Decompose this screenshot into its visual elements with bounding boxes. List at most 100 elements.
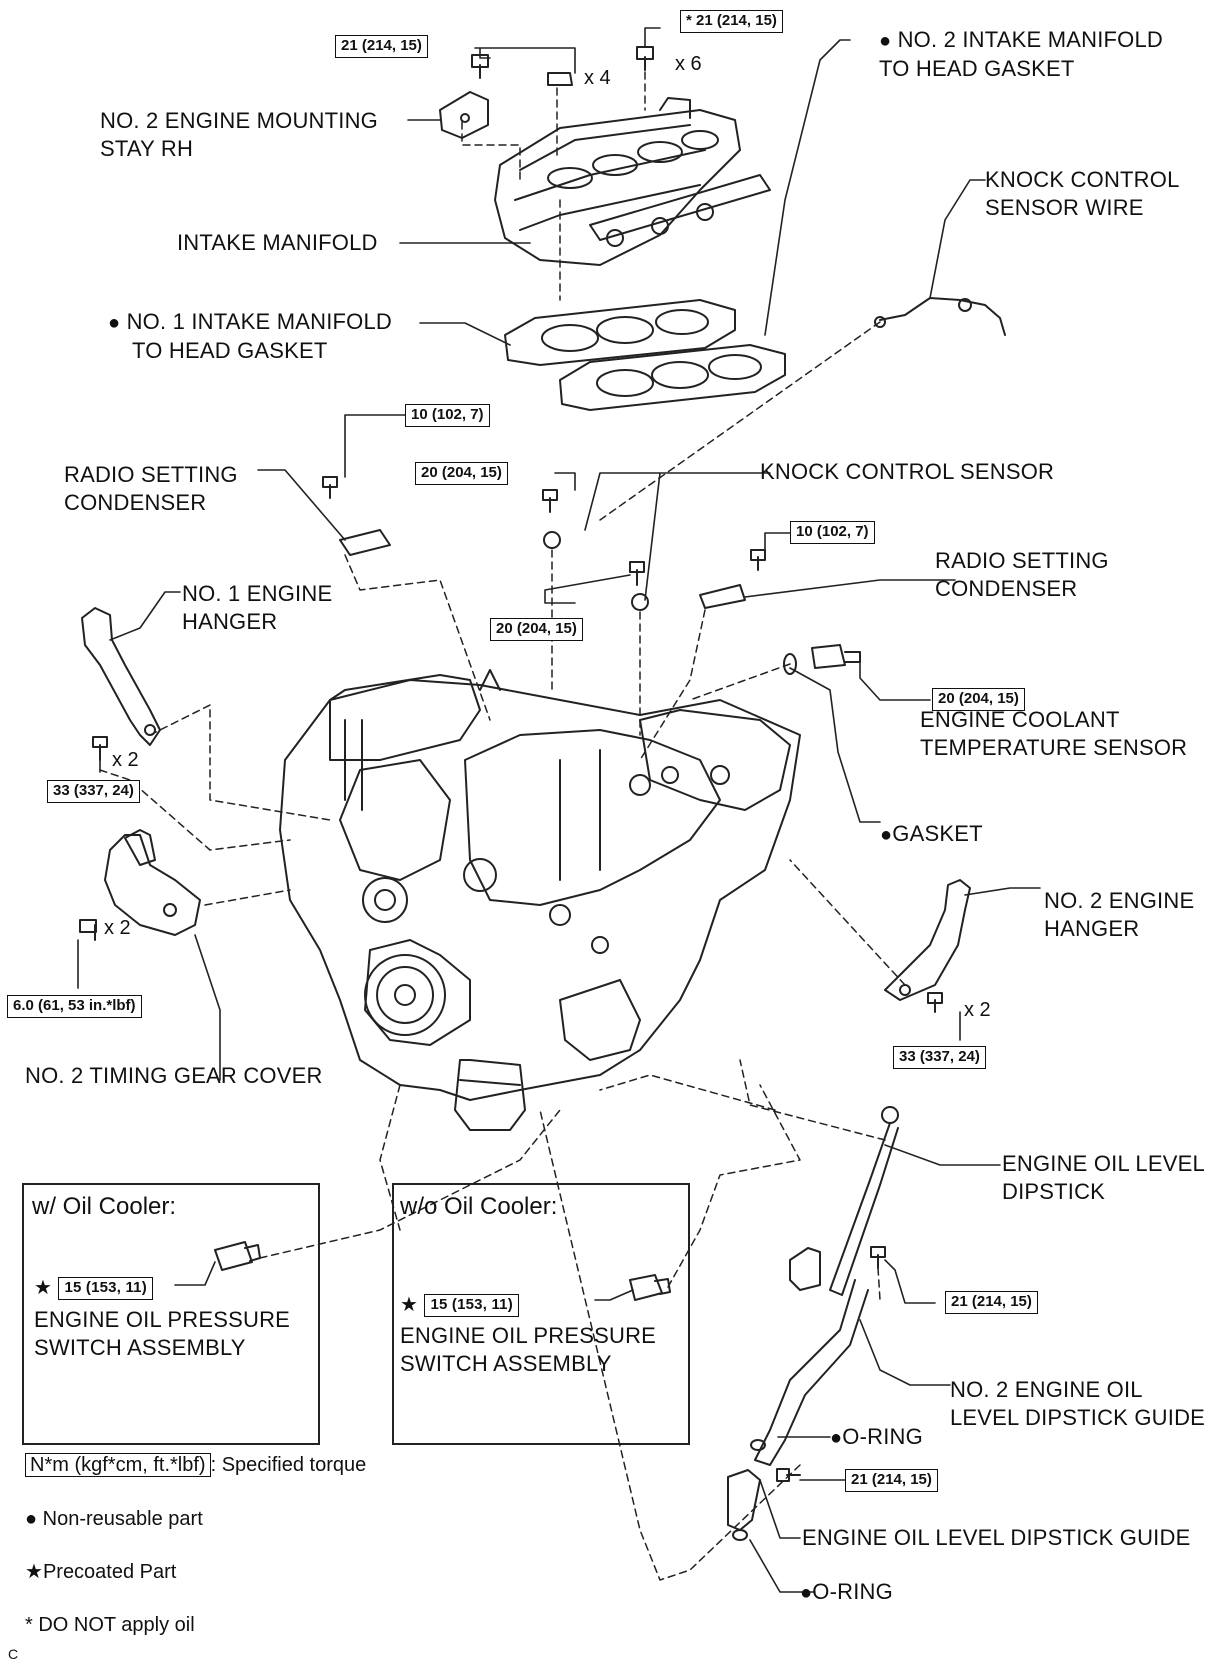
label-line: SWITCH ASSEMBLY [34,1335,246,1360]
qty-intake-nut: x 4 [584,67,611,89]
oil-switch-b-label: ENGINE OIL PRESSURE SWITCH ASSEMBLY [400,1322,656,1378]
label-line: RADIO SETTING [935,548,1109,573]
torque-intake-stay: 21 (214, 15) [335,35,428,58]
torque-dipstick-guide-lower: 21 (214, 15) [845,1469,938,1492]
label-line: CONDENSER [64,490,207,515]
label-line: NO. 2 INTAKE MANIFOLD [897,27,1163,52]
oil-switch-a-label: ENGINE OIL PRESSURE SWITCH ASSEMBLY [34,1306,290,1362]
label-line: LEVEL DIPSTICK GUIDE [950,1405,1206,1430]
label-line: ENGINE OIL PRESSURE [400,1323,657,1348]
o-ring-upper-label: ●O-RING [830,1423,923,1452]
radio-condenser-left-label: RADIO SETTING CONDENSER [64,461,238,517]
intake-manifold-label: INTAKE MANIFOLD [177,230,378,255]
qty-timing-cover: x 2 [104,917,131,939]
label-line: SWITCH ASSEMBLY [400,1351,612,1376]
torque-value: 21 (214, 15) [696,12,777,29]
torque-coolant-sensor: 20 (204, 15) [932,688,1025,711]
label-line: O-RING [812,1579,893,1604]
legend-torque: N*m (kgf*cm, ft.*lbf): Specified torque [25,1453,366,1477]
label-line: CONDENSER [935,576,1078,601]
qty-hanger1: x 2 [112,749,139,771]
dipstick-drawing [727,1106,899,1541]
precoated-mark: ★ [34,1277,53,1299]
label-line: GASKET [892,821,983,846]
timing-gear-cover-label: NO. 2 TIMING GEAR COVER [25,1063,323,1088]
o-ring-lower-label: ●O-RING [800,1578,893,1607]
torque-hanger2: 33 (337, 24) [893,1046,986,1069]
label-line: NO. 2 ENGINE MOUNTING [100,108,378,133]
fasteners-drawing [79,46,943,1482]
torque-radio-left: 10 (102, 7) [405,404,490,427]
label-line: NO. 1 ENGINE [182,581,333,606]
label-line: O-RING [842,1424,923,1449]
oil-switch-b-row: ★ 15 (153, 11) [400,1290,519,1319]
oil-switch-a-row: ★ 15 (153, 11) [34,1273,153,1302]
engine-mounting-stay-label: NO. 2 ENGINE MOUNTING STAY RH [100,107,378,163]
label-line: STAY RH [100,136,194,161]
torque-oil-switch-b: 15 (153, 11) [424,1294,519,1317]
label-line: SENSOR WIRE [985,195,1144,220]
torque-knock-upper: 20 (204, 15) [415,462,508,485]
label-line: NO. 1 INTAKE MANIFOLD [126,309,392,334]
knock-sensor-label: KNOCK CONTROL SENSOR [760,459,1055,484]
label-line: DIPSTICK [1002,1179,1106,1204]
label-line: TO HEAD GASKET [132,338,328,363]
legend-text: Non-reusable part [42,1508,203,1530]
no2-dipstick-guide-label: NO. 2 ENGINE OIL LEVEL DIPSTICK GUIDE [950,1376,1205,1432]
label-line: KNOCK CONTROL [985,167,1180,192]
non-reusable-mark: ● [108,312,121,334]
legend-no-oil: * DO NOT apply oil [25,1614,195,1636]
non-reusable-mark: ● [879,30,892,52]
legend-text: : Specified torque [210,1454,367,1476]
no1-hanger-label: NO. 1 ENGINE HANGER [182,580,332,636]
intake-gaskets-drawing [504,299,786,411]
precoated-mark: ★ [400,1294,419,1316]
leader-lines [77,27,1041,1593]
legend-text: Precoated Part [42,1561,177,1583]
torque-intake-top: * 21 (214, 15) [680,10,783,33]
label-line: RADIO SETTING [64,462,238,487]
label-line: TEMPERATURE SENSOR [920,735,1188,760]
qty-hanger2: x 2 [964,999,991,1021]
radio-condenser-right-label: RADIO SETTING CONDENSER [935,547,1109,603]
non-reusable-mark: ● [25,1508,38,1530]
precoated-mark: ★ [25,1561,43,1583]
knock-wire-drawing [879,297,1006,336]
corner-mark: C [8,1646,19,1662]
timing-cover-drawing [104,834,201,936]
no1-intake-gasket-label: ● NO. 1 INTAKE MANIFOLD TO HEAD GASKET [108,308,392,365]
legend-torque-key: N*m (kgf*cm, ft.*lbf) [25,1453,211,1477]
label-line: HANGER [1044,916,1140,941]
no-oil-mark: * [686,12,692,29]
non-reusable-mark: ● [800,1582,813,1604]
coolant-sensor-label: ENGINE COOLANT TEMPERATURE SENSOR [920,706,1187,762]
qty-intake-bolt: x 6 [675,53,702,75]
non-reusable-mark: ● [830,1427,843,1449]
torque-radio-right: 10 (102, 7) [790,521,875,544]
legend-non-reusable: ● Non-reusable part [25,1507,203,1531]
label-line: NO. 2 ENGINE OIL [950,1377,1143,1402]
with-oil-cooler-title: w/ Oil Cooler: [32,1193,177,1220]
with-oil-cooler-box [22,1183,320,1445]
intake-manifold-drawing [439,91,771,266]
dipstick-guide-label: ENGINE OIL LEVEL DIPSTICK GUIDE [802,1525,1191,1550]
torque-knock-lower: 20 (204, 15) [490,618,583,641]
no2-hanger-drawing [884,879,971,1001]
no1-hanger-drawing [81,607,161,746]
without-oil-cooler-title: w/o Oil Cooler: [400,1193,558,1220]
label-line: TO HEAD GASKET [879,56,1075,81]
oil-switch-a-drawing [214,1241,261,1271]
label-line: ENGINE OIL PRESSURE [34,1307,291,1332]
no2-hanger-label: NO. 2 ENGINE HANGER [1044,887,1194,943]
no2-intake-gasket-label: ● NO. 2 INTAKE MANIFOLD TO HEAD GASKET [879,26,1163,83]
gasket-label: ●GASKET [880,820,983,849]
dipstick-label: ENGINE OIL LEVEL DIPSTICK [1002,1150,1205,1206]
without-oil-cooler-box [392,1183,690,1445]
legend-precoated: ★Precoated Part [25,1560,176,1584]
non-reusable-mark: ● [880,824,893,846]
label-line: ENGINE COOLANT [920,707,1120,732]
label-line: NO. 2 ENGINE [1044,888,1195,913]
label-line: ENGINE OIL LEVEL [1002,1151,1205,1176]
torque-oil-switch-a: 15 (153, 11) [58,1277,153,1300]
